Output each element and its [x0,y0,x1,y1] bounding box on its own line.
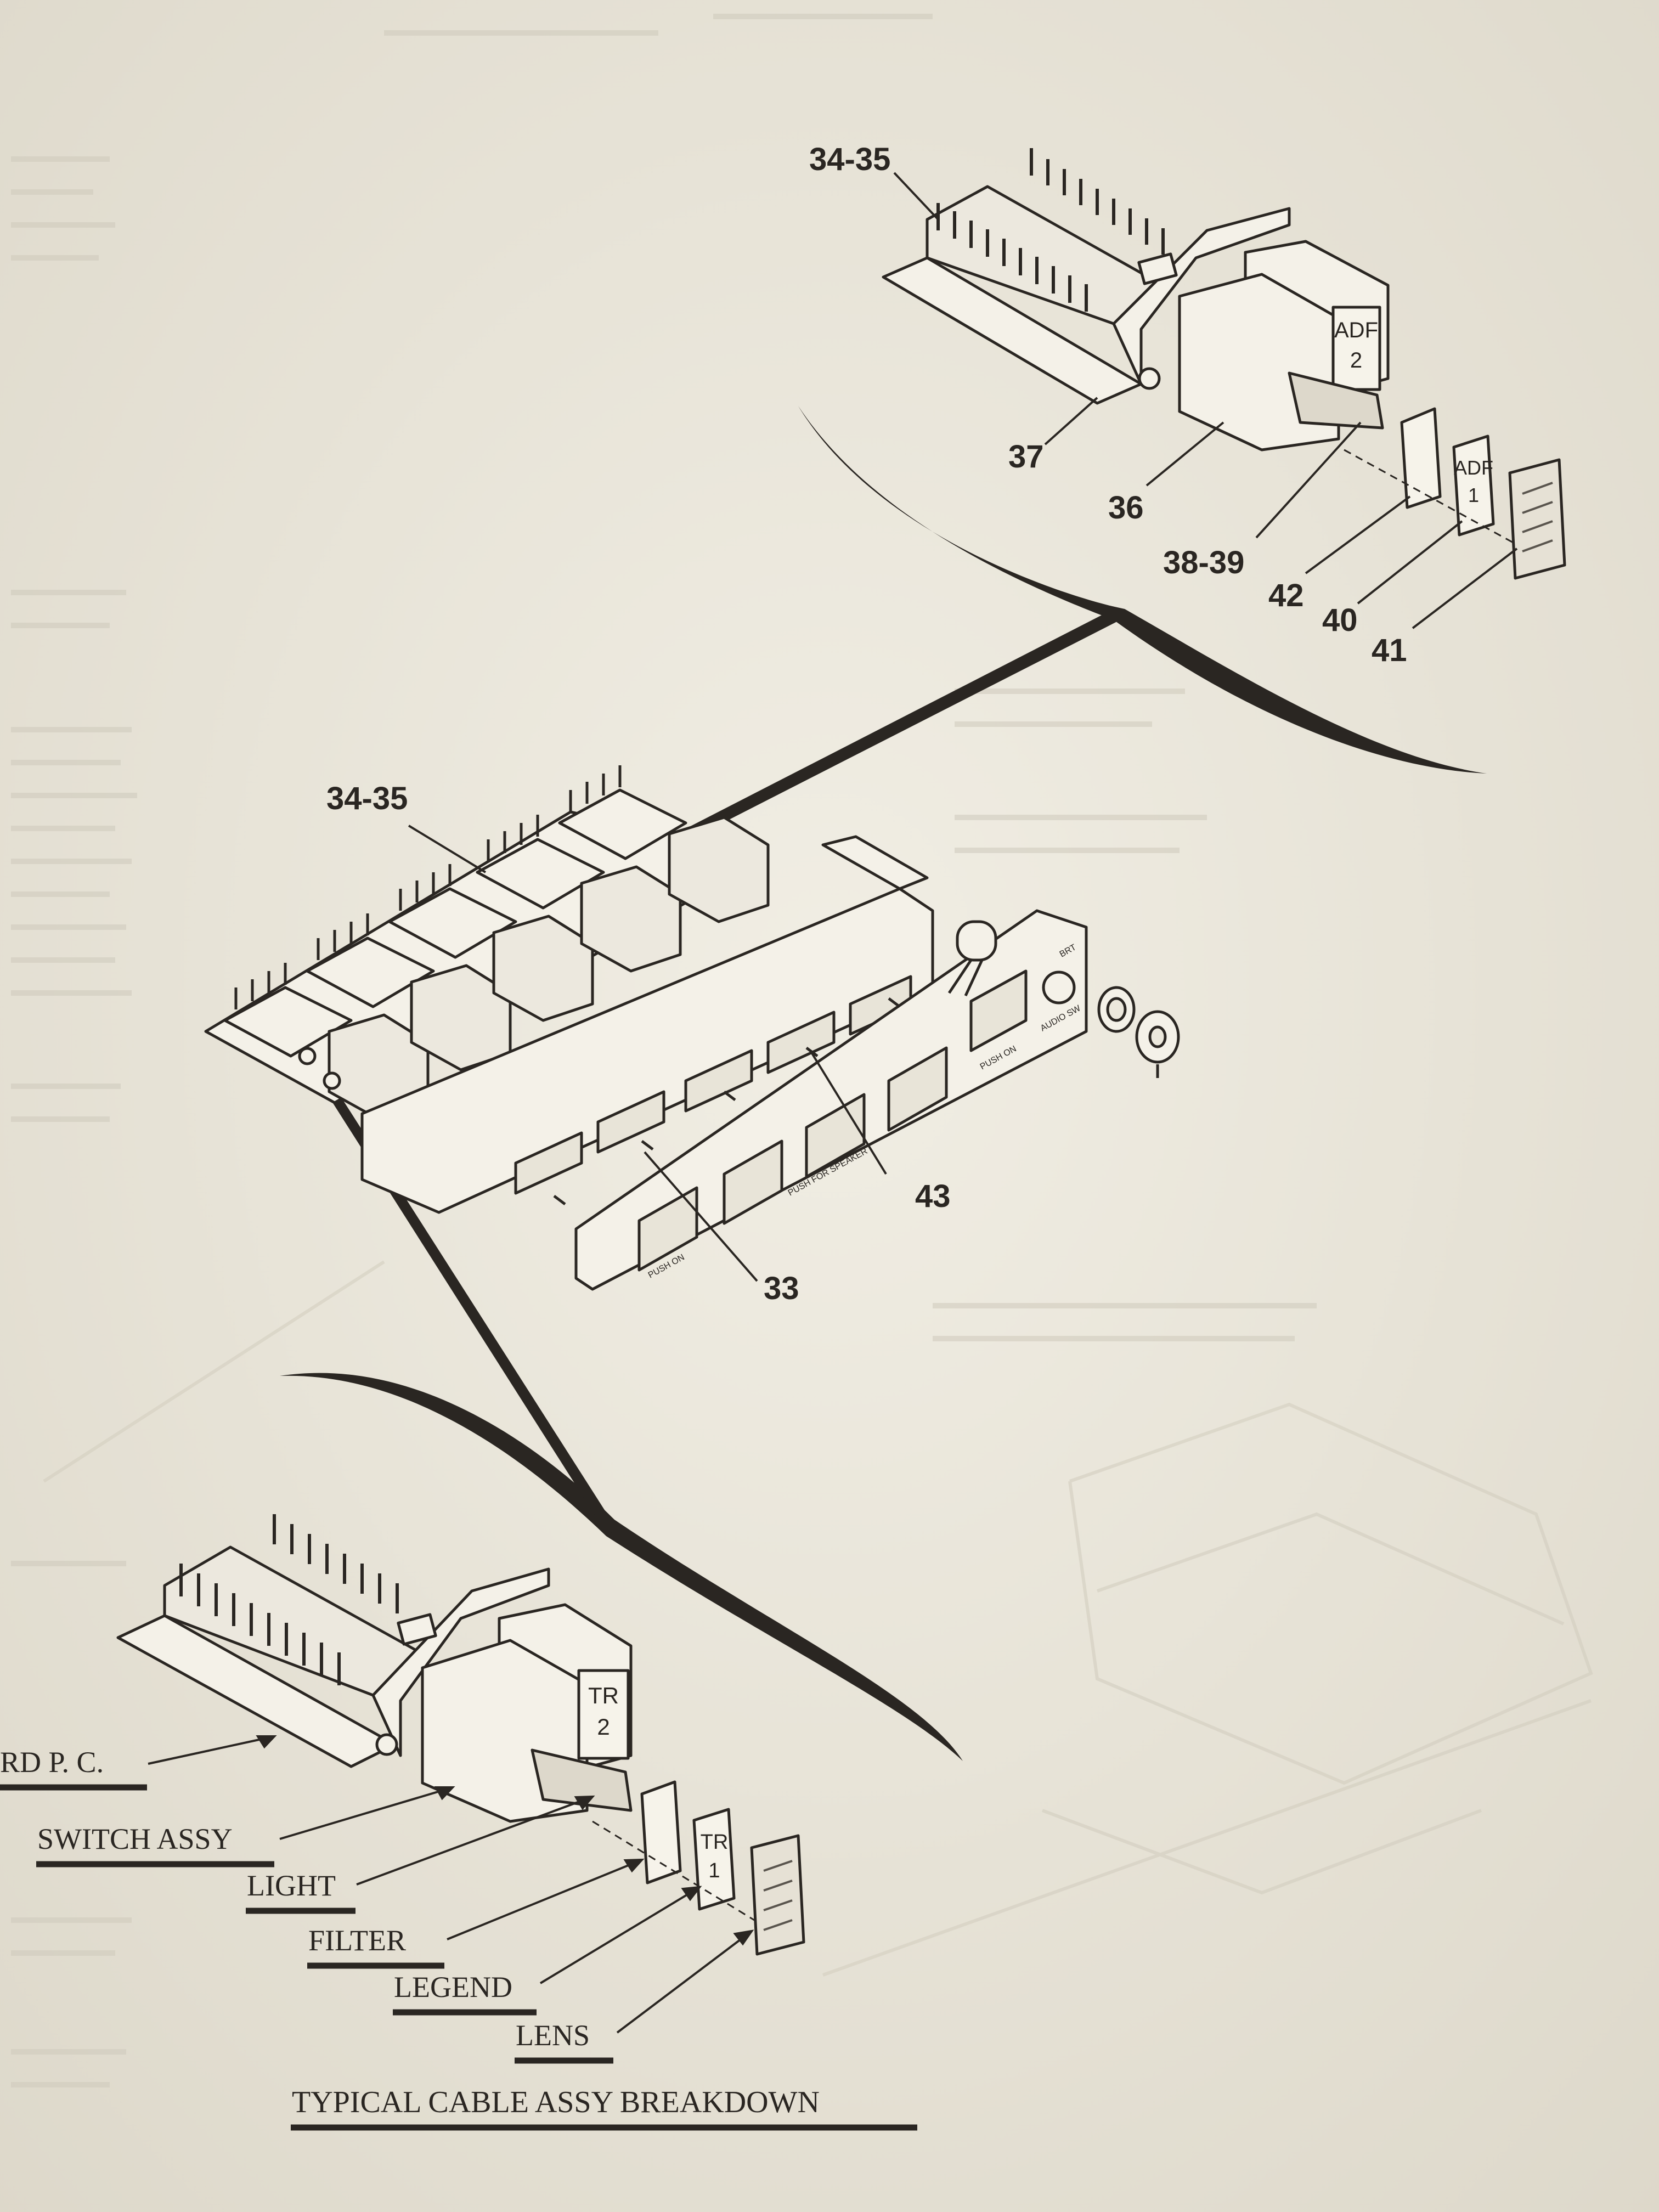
top-switch-assembly [883,148,1565,578]
bleed-through-text [11,14,1317,2087]
middle-board-screw-2 [323,1071,341,1090]
middle-knurled-nut-inner [1148,1025,1167,1048]
bottom-connector-pins [181,1514,397,1685]
bottom-main-cap-line2: 2 [597,1714,610,1740]
middle-front-panel-windows [639,971,1026,1270]
bottom-lens-part [752,1836,804,1954]
switch-module-1 [225,988,428,1119]
top-cap-legends: ADF 2 ADF 1 [1334,318,1493,506]
bleed-through-drawing [43,1260,1593,1977]
top-switch-cap-face [1333,307,1380,390]
top-explode-axis [1344,450,1514,543]
callout-38-39: 38-39 [1163,545,1244,580]
callout-34-35-middle: 34-35 [326,781,408,816]
callout-34-35-top: 34-35 [809,142,890,177]
middle-board-screw [298,1047,317,1065]
label-filter: FILTER [308,1924,406,1957]
top-bracket-slot [1139,254,1176,284]
top-mount-screw [1138,367,1161,390]
bottom-legend-cap-line1: TR [701,1831,729,1854]
middle-module-pins [236,765,620,1009]
bottom-switch-assembly [118,1514,804,1954]
callout-41: 41 [1372,633,1407,668]
label-lens: LENS [516,2019,590,2052]
switch-module-4 [477,839,680,971]
callout-40: 40 [1322,602,1358,638]
middle-callout-numbers: 34-35 43 33 [326,781,951,1306]
middle-potentiometer [949,922,996,996]
middle-chassis-assembly [206,765,1180,1289]
top-lens-part [1510,460,1565,578]
middle-callout-leaders [408,825,887,1282]
switch-module-2 [307,938,510,1070]
bottom-breakdown-labels: RD P. C. SWITCH ASSY LIGHT FILTER LEGEND… [0,1746,820,2119]
switch-module-5 [560,790,768,922]
top-exploded-parts [1344,409,1565,578]
label-light: LIGHT [247,1869,336,1902]
bottom-main-cap-line1: TR [588,1683,619,1708]
bottom-exploded-parts [592,1782,804,1954]
callout-36: 36 [1108,490,1144,526]
label-underlines [0,1784,917,2131]
middle-chassis-top-flange [823,837,927,889]
top-legend-part [1454,436,1493,535]
top-callout-numbers: 34-35 37 36 38-39 42 40 41 [809,142,1407,668]
bottom-filter-part [642,1782,680,1883]
bottom-cap-legends: TR 2 TR 1 [588,1683,728,1882]
bottom-light-bulb [532,1750,631,1810]
top-legend-cap-line2: 1 [1468,484,1479,506]
label-pc-board: RD P. C. [0,1746,104,1779]
callout-33: 33 [764,1271,799,1306]
top-diagonal-line [639,609,1122,861]
bottom-legend-cap-line2: 1 [708,1859,720,1882]
top-filter-part [1402,409,1440,507]
middle-panel-knob-hole [1042,970,1076,1005]
bottom-explode-axis [592,1821,754,1920]
top-main-cap-line1: ADF [1334,318,1378,342]
top-legend-cap-line1: ADF [1454,456,1493,479]
bottom-label-leaders [148,1735,754,2034]
top-callout-leaders [893,172,1518,629]
middle-screws [554,998,900,1204]
middle-washer-inner [1106,997,1127,1022]
top-light-bulb [1289,373,1383,428]
bottom-switch-cap-face [579,1671,628,1758]
label-switch-assy: SWITCH ASSY [37,1822,233,1855]
callout-43: 43 [915,1178,951,1214]
bottom-bracket-slot [398,1615,436,1644]
callout-42: 42 [1268,578,1304,613]
middle-switch-modules [225,765,768,1119]
exploded-view-connector-lines [280,406,1487,1761]
diagram-caption: TYPICAL CABLE ASSY BREAKDOWN [292,2085,820,2119]
top-main-cap-line2: 2 [1350,348,1362,373]
bottom-mount-screw [375,1733,398,1756]
label-legend: LEGEND [394,1971,512,2004]
switch-module-3 [390,889,592,1020]
middle-front-panel [576,911,1086,1289]
callout-37: 37 [1008,439,1044,475]
top-connector-pins [938,148,1163,312]
bottom-legend-part [694,1809,734,1909]
middle-chassis-cutouts [516,977,911,1193]
bottom-diagonal-line [329,1094,618,1534]
bottom-bracket [373,1569,549,1756]
